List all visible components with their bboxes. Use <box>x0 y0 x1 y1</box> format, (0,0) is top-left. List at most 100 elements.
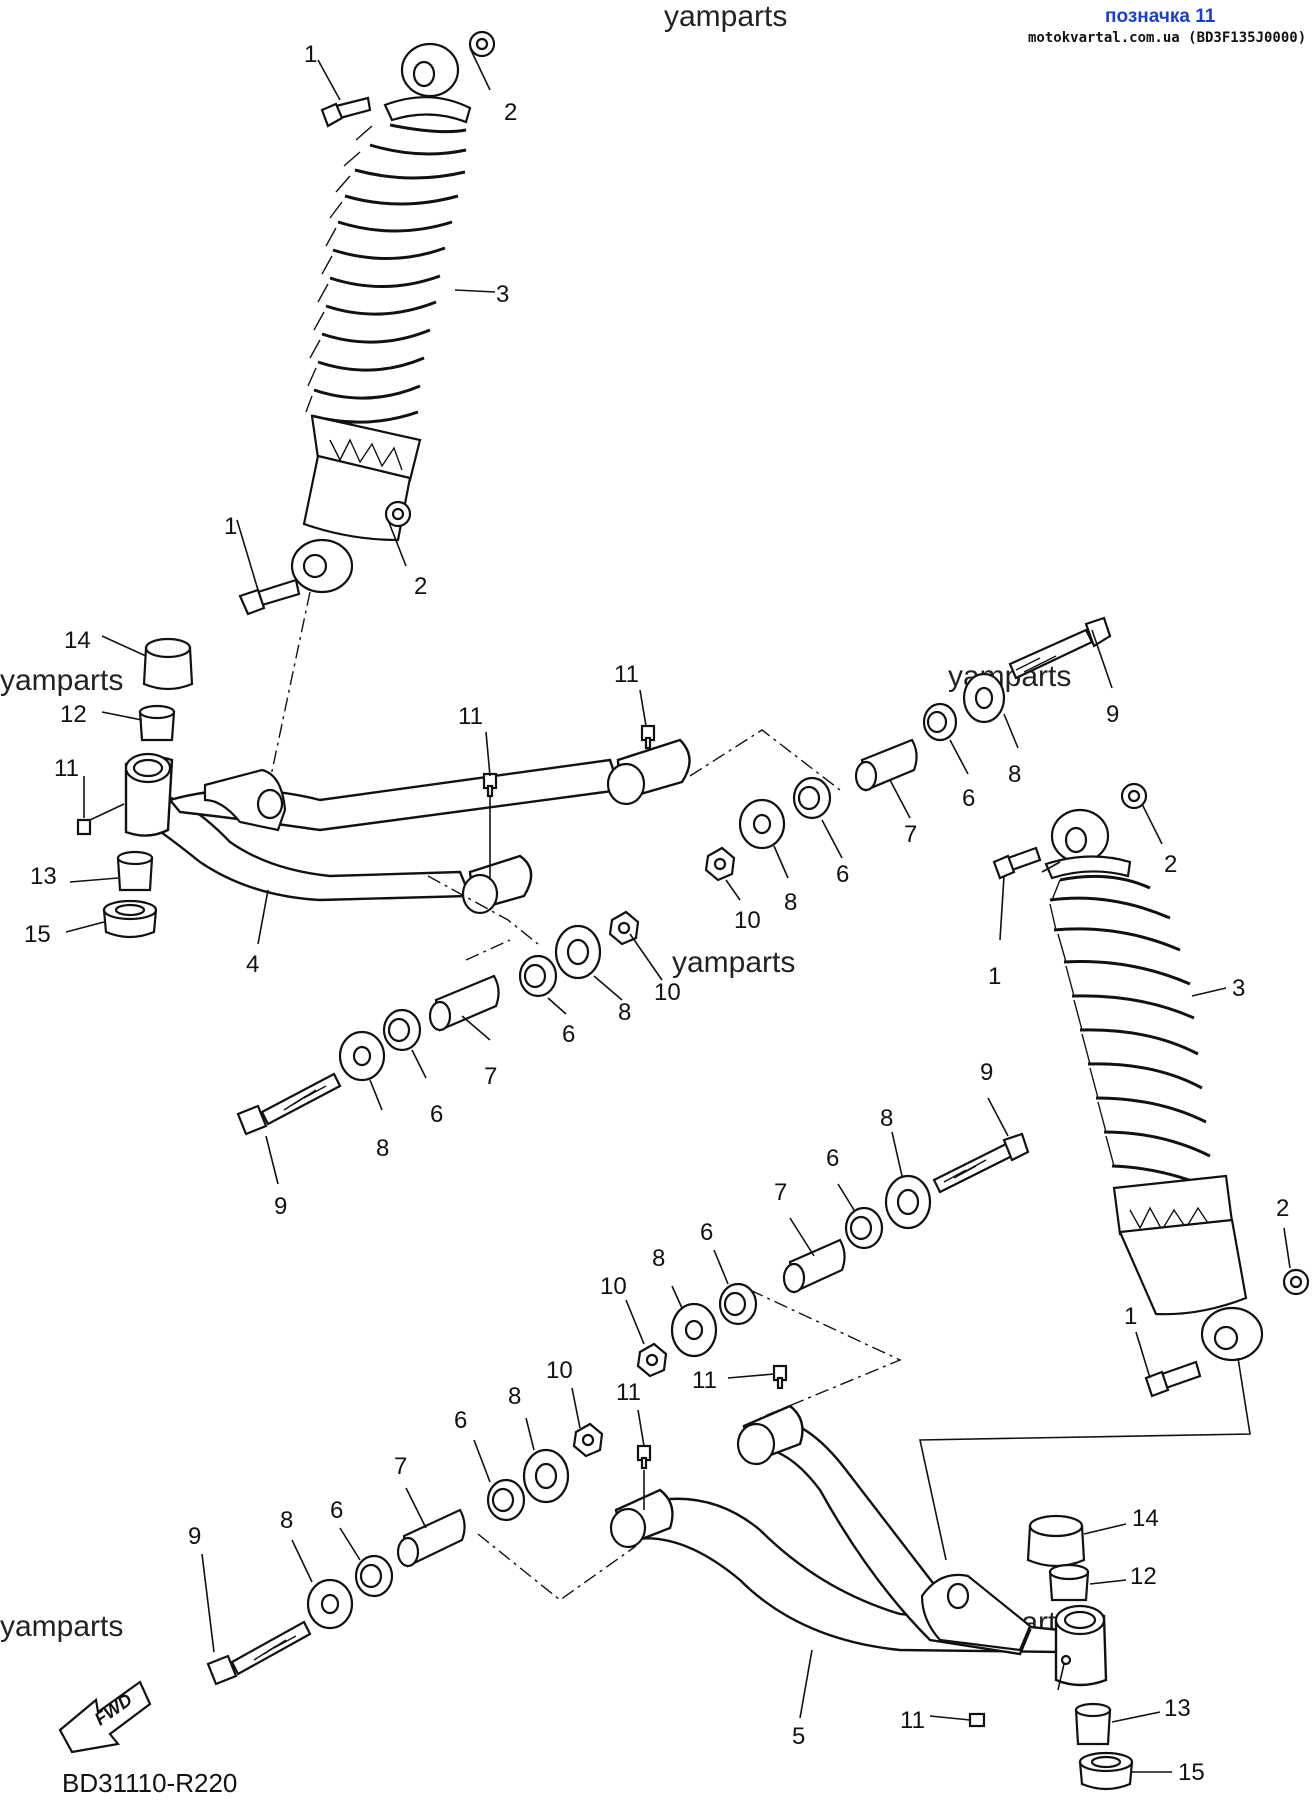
watermark: yamparts <box>0 1610 123 1643</box>
collar-icon <box>1120 782 1148 810</box>
callout: 10 <box>734 907 761 934</box>
washer-icon <box>554 924 602 980</box>
watermark: yamparts <box>664 0 787 33</box>
collar-icon <box>718 1282 758 1326</box>
bolt-icon <box>1008 616 1112 680</box>
callout: 13 <box>1164 1695 1191 1722</box>
callout: 2 <box>1164 851 1177 878</box>
callout: 9 <box>980 1059 993 1086</box>
cap-icon <box>1026 1514 1086 1568</box>
callout: 6 <box>562 1021 575 1048</box>
callout: 2 <box>414 573 427 600</box>
callout: 8 <box>280 1507 293 1534</box>
diagram-code: BD31110-R220 <box>62 1768 237 1798</box>
callout: 9 <box>1106 701 1119 728</box>
nut-icon <box>636 1342 668 1378</box>
callout: 5 <box>792 1723 805 1750</box>
callout: 15 <box>24 921 51 948</box>
collar-icon <box>468 30 496 58</box>
callout: 14 <box>64 627 91 654</box>
collar-icon <box>382 1008 422 1052</box>
callout: 6 <box>454 1407 467 1434</box>
washer-icon <box>522 1448 570 1504</box>
callout: 1 <box>988 963 1001 990</box>
callout: 11 <box>616 1379 641 1406</box>
callout: 11 <box>900 1707 925 1734</box>
spacer-icon <box>428 974 500 1032</box>
callout: 3 <box>1232 975 1245 1002</box>
bushing-icon <box>116 850 154 892</box>
callout: 10 <box>600 1273 627 1300</box>
callout: 10 <box>546 1357 573 1384</box>
bolt-icon <box>932 1132 1030 1194</box>
washer-icon <box>338 1030 386 1082</box>
source-label: motokvartal.com.ua (BD3F135J0000) <box>1028 30 1306 46</box>
callout: 7 <box>484 1063 497 1090</box>
collar-icon <box>518 954 558 998</box>
bushing-icon <box>1048 1563 1090 1602</box>
spacer-icon <box>854 738 918 792</box>
upper-a-arm <box>124 738 691 915</box>
grease-nipple-icon <box>636 1444 652 1470</box>
callout: 11 <box>54 755 79 782</box>
grease-nipple-icon <box>772 1364 788 1390</box>
collar-icon <box>844 1206 884 1250</box>
bushing-icon <box>1074 1702 1112 1746</box>
callout: 3 <box>496 281 509 308</box>
callout: 8 <box>652 1245 665 1272</box>
washer-icon <box>738 798 786 850</box>
callout: 14 <box>1132 1505 1159 1532</box>
callout: 13 <box>30 863 57 890</box>
lower-a-arm <box>609 1404 1108 1687</box>
grease-nipple-icon <box>640 724 656 750</box>
callout: 10 <box>654 979 681 1006</box>
callout: 6 <box>962 785 975 812</box>
callout: 12 <box>1130 1563 1157 1590</box>
callout: 7 <box>394 1453 407 1480</box>
callout: 6 <box>330 1497 343 1524</box>
shock-absorber-right <box>1044 808 1264 1362</box>
callout: 9 <box>188 1523 201 1550</box>
callout: 1 <box>1124 1303 1137 1330</box>
collar-icon <box>354 1554 394 1598</box>
collar-icon <box>792 776 832 820</box>
collar-icon <box>1282 1268 1310 1296</box>
callout: 7 <box>904 821 917 848</box>
callout: 6 <box>826 1145 839 1172</box>
callout: 6 <box>836 861 849 888</box>
spacer-icon <box>396 1508 466 1568</box>
callout: 12 <box>60 701 87 728</box>
callout: 8 <box>880 1105 893 1132</box>
callout: 6 <box>430 1101 443 1128</box>
callout: 4 <box>246 951 259 978</box>
washer-icon <box>884 1174 932 1230</box>
grease-nipple-icon <box>482 772 498 798</box>
callout: 8 <box>1008 761 1021 788</box>
callout: 15 <box>1178 1759 1205 1786</box>
callout: 6 <box>700 1219 713 1246</box>
watermark: yamparts <box>0 664 123 697</box>
collar-icon <box>384 500 412 528</box>
page-title: позначка 11 <box>1105 6 1216 27</box>
bolt-icon <box>1144 1360 1202 1398</box>
bolt-icon <box>320 96 372 128</box>
washer-icon <box>670 1302 718 1358</box>
callout: 8 <box>618 999 631 1026</box>
callout: 8 <box>508 1383 521 1410</box>
seal-icon <box>1078 1751 1134 1791</box>
watermark: yamparts <box>672 946 795 979</box>
callout: 7 <box>774 1179 787 1206</box>
bolt-icon <box>206 1620 312 1686</box>
callout: 11 <box>614 661 639 688</box>
callout: 2 <box>1276 1195 1289 1222</box>
shock-absorber-upper <box>290 42 472 594</box>
callout: 1 <box>304 41 317 68</box>
callout: 11 <box>692 1367 717 1394</box>
washer-icon <box>962 672 1006 724</box>
callout: 11 <box>458 703 483 730</box>
seal-icon <box>102 899 158 939</box>
grease-nipple-icon <box>76 818 92 836</box>
bolt-icon <box>238 578 301 616</box>
cap-icon <box>142 637 194 691</box>
